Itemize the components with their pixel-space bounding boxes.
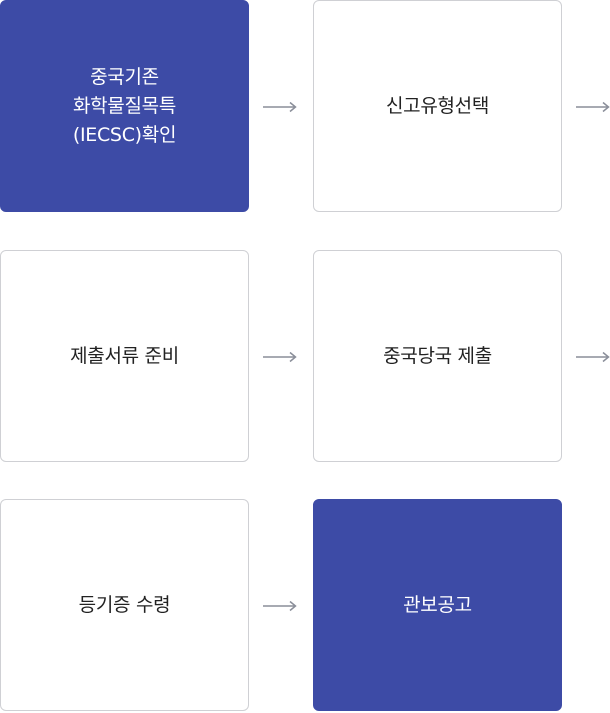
step-receive-registration: 등기증 수령: [0, 499, 249, 711]
step-select-report-type: 신고유형선택: [313, 0, 562, 212]
step-gazette-announcement: 관보공고: [313, 499, 562, 711]
arrow-right-icon: [263, 351, 297, 363]
arrow-right-icon: [263, 600, 297, 612]
arrow-right-icon: [263, 101, 297, 113]
arrow-right-icon: [576, 351, 610, 363]
step-submit-to-authority: 중국당국 제출: [313, 250, 562, 462]
step-iecsc-check: 중국기존 화학물질목특 (IECSC)확인: [0, 0, 249, 212]
step-prepare-documents: 제출서류 준비: [0, 250, 249, 462]
arrow-right-icon: [576, 101, 610, 113]
